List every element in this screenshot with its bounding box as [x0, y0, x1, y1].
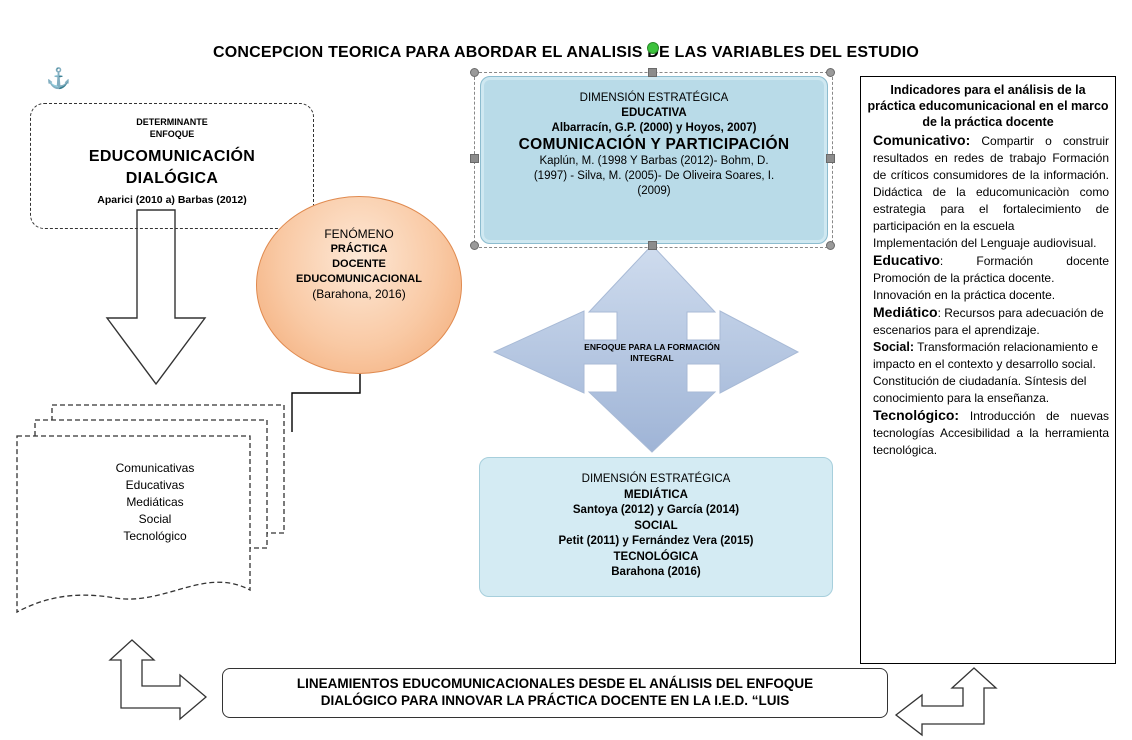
- comunicacion-ref-2: (1997) - Silva, M. (2005)- De Oliveira S…: [533, 170, 775, 182]
- resize-handle-e[interactable]: [826, 154, 835, 163]
- comunicacion-ref-1: Kaplún, M. (1998 Y Barbas (2012)- Bohm, …: [539, 155, 769, 167]
- resize-handle-s[interactable]: [648, 241, 657, 250]
- determinante-box: DETERMINANTE ENFOQUE EDUCOMUNICACIÓN DIA…: [30, 103, 314, 229]
- indicadores-header: Indicadores para el análisis de la práct…: [867, 83, 1109, 129]
- enfoque-label: ENFOQUE: [149, 129, 195, 139]
- tecnologica-label: TECNOLÓGICA: [613, 550, 699, 563]
- docs-item: Comunicativas: [115, 461, 195, 475]
- enfoque-integral-label: ENFOQUE PARA LA FORMACIÓN INTEGRAL: [562, 342, 742, 364]
- down-arrow: [105, 209, 207, 386]
- dimension-heading-2: DIMENSIÓN ESTRATÉGICA: [581, 473, 731, 485]
- dimension-mediatica-box: DIMENSIÓN ESTRATÉGICA MEDIÁTICA Santoya …: [479, 457, 833, 597]
- mediatico-label: Mediático: [873, 304, 938, 320]
- comunicativo-text: Compartir o construir resultados en rede…: [873, 134, 1109, 233]
- tecnologica-ref: Barahona (2016): [611, 566, 701, 578]
- comunicativo-text-2: Implementación del Lenguaje audiovisual.: [873, 236, 1097, 250]
- docs-item: Mediáticas: [126, 495, 184, 509]
- bent-arrow-right: [894, 667, 998, 737]
- tecnologico-text: Introducción de nuevas tecnologías Acces…: [873, 409, 1109, 457]
- social-label: SOCIAL: [634, 519, 678, 532]
- resize-handle-ne[interactable]: [826, 68, 835, 77]
- comunicacion-label: COMUNICACIÓN Y PARTICIPACIÓN: [518, 136, 790, 153]
- docs-item: Tecnológico: [123, 529, 187, 543]
- educativo-label: Educativo: [873, 252, 940, 268]
- resize-handle-sw[interactable]: [470, 241, 479, 250]
- docs-list: Comunicativas Educativas Mediáticas Soci…: [40, 460, 270, 545]
- dimension-heading: DIMENSIÓN ESTRATÉGICA: [579, 92, 729, 104]
- resize-handle-w[interactable]: [470, 154, 479, 163]
- determinante-label: DETERMINANTE: [136, 117, 208, 127]
- dimension-educativa-box[interactable]: DIMENSIÓN ESTRATÉGICA EDUCATIVA Albarrac…: [480, 76, 828, 244]
- enfoque-line-1: ENFOQUE PARA LA FORMACIÓN: [584, 342, 720, 352]
- mediatica-label: MEDIÁTICA: [624, 488, 688, 501]
- educativo-text-2: Innovación en la práctica docente.: [873, 288, 1056, 302]
- anchor-icon: ⚓: [46, 68, 71, 90]
- educativa-ref: Albarracín, G.P. (2000) y Hoyos, 2007): [551, 122, 757, 134]
- educomunicacional-label: EDUCOMUNICACIONAL: [296, 273, 422, 285]
- mediatica-ref: Santoya (2012) y García (2014): [572, 504, 740, 516]
- resize-handle-nw[interactable]: [470, 68, 479, 77]
- comunicativo-label: Comunicativo:: [873, 132, 971, 148]
- enfoque-line-2: INTEGRAL: [630, 353, 674, 363]
- mediatico-text: : Recursos para adecuación de escenarios…: [873, 306, 1104, 337]
- dialogica-label: DIALÓGICA: [125, 170, 219, 187]
- indicadores-box: Indicadores para el análisis de la práct…: [860, 76, 1116, 664]
- docs-item: Educativas: [125, 478, 185, 492]
- indicadores-body: Comunicativo: Compartir o construir resu…: [873, 132, 1109, 459]
- docente-label: DOCENTE: [332, 258, 386, 270]
- educomunicacion-label: EDUCOMUNICACIÓN: [88, 148, 256, 165]
- comunicacion-ref-3: (2009): [637, 185, 671, 197]
- resize-handle-n[interactable]: [648, 68, 657, 77]
- educativo-text: : Formación docente Promoción de la prác…: [873, 254, 1109, 285]
- banner-line-1: LINEAMIENTOS EDUCOMUNICACIONALES DESDE E…: [296, 676, 814, 691]
- fenomeno-circle: FENÓMENO PRÁCTICA DOCENTE EDUCOMUNICACIO…: [256, 196, 462, 374]
- docs-item: Social: [138, 512, 172, 526]
- social-text: Transformación relacionamiento e impacto…: [873, 340, 1099, 405]
- lineamientos-banner: LINEAMIENTOS EDUCOMUNICACIONALES DESDE E…: [222, 668, 888, 718]
- resize-handle-se[interactable]: [826, 241, 835, 250]
- diagram-title: CONCEPCION TEORICA PARA ABORDAR EL ANALI…: [212, 44, 919, 61]
- bent-arrow-left: [108, 639, 208, 721]
- determinante-ref: Aparici (2010 a) Barbas (2012): [97, 194, 247, 206]
- social-label-right: Social:: [873, 340, 914, 354]
- tecnologico-label: Tecnológico:: [873, 407, 960, 423]
- banner-line-2: DIALÓGICO PARA INNOVAR LA PRÁCTICA DOCEN…: [320, 693, 790, 708]
- fenomeno-label: FENÓMENO: [324, 227, 394, 241]
- educativa-label: EDUCATIVA: [621, 107, 687, 119]
- fenomeno-ref: (Barahona, 2016): [312, 287, 406, 301]
- rotate-handle[interactable]: [647, 42, 659, 54]
- practica-label: PRÁCTICA: [330, 243, 388, 255]
- social-ref: Petit (2011) y Fernández Vera (2015): [558, 535, 754, 547]
